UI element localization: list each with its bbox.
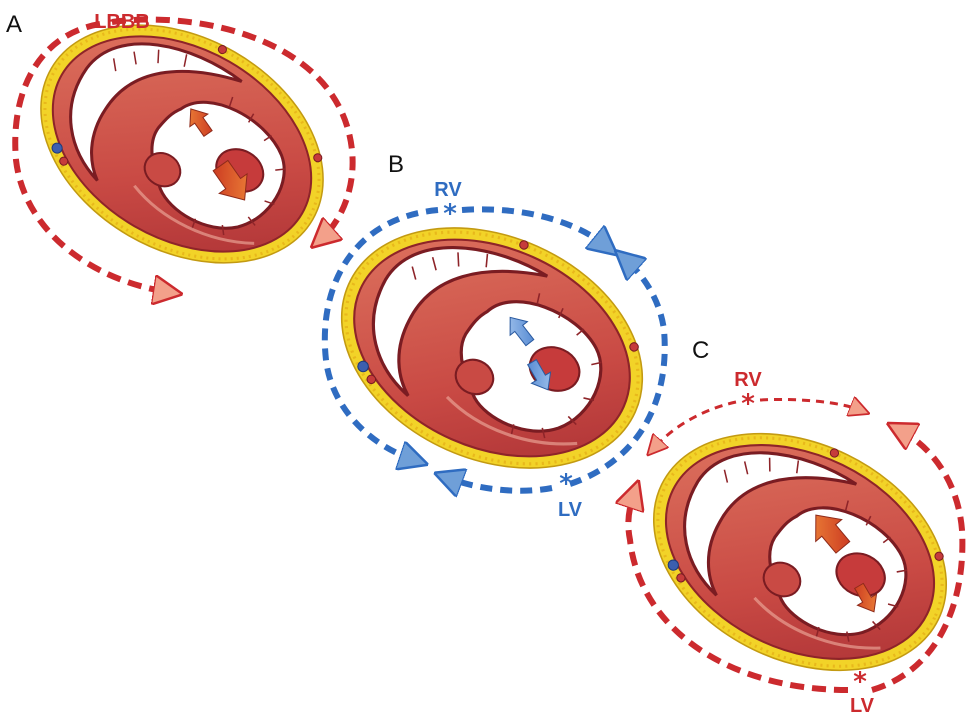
lv-pacing-site-c: * [853, 667, 867, 697]
panel-b-letter: B [388, 151, 404, 178]
lv-activation-arc-left [448, 478, 552, 491]
rv-label-c: RV [734, 369, 762, 391]
rv-pacing-site-b: * [443, 199, 457, 229]
lv-label-c: LV [850, 695, 875, 715]
panel-c: C RV * * LV [614, 337, 968, 715]
lbbb-label: LBBB [94, 11, 150, 33]
rv-activation-arc-right-c [760, 399, 860, 410]
panel-b: B RV * * LV [303, 151, 680, 521]
panel-a: A LBBB [0, 0, 366, 311]
lv-label-b: LV [558, 499, 583, 521]
rv-pacing-site-c: * [741, 389, 755, 419]
heart-b [303, 183, 680, 514]
rv-label-b: RV [434, 179, 462, 201]
lv-pacing-site-b: * [559, 469, 573, 499]
panel-c-letter: C [692, 337, 709, 364]
panel-a-letter: A [6, 11, 22, 38]
